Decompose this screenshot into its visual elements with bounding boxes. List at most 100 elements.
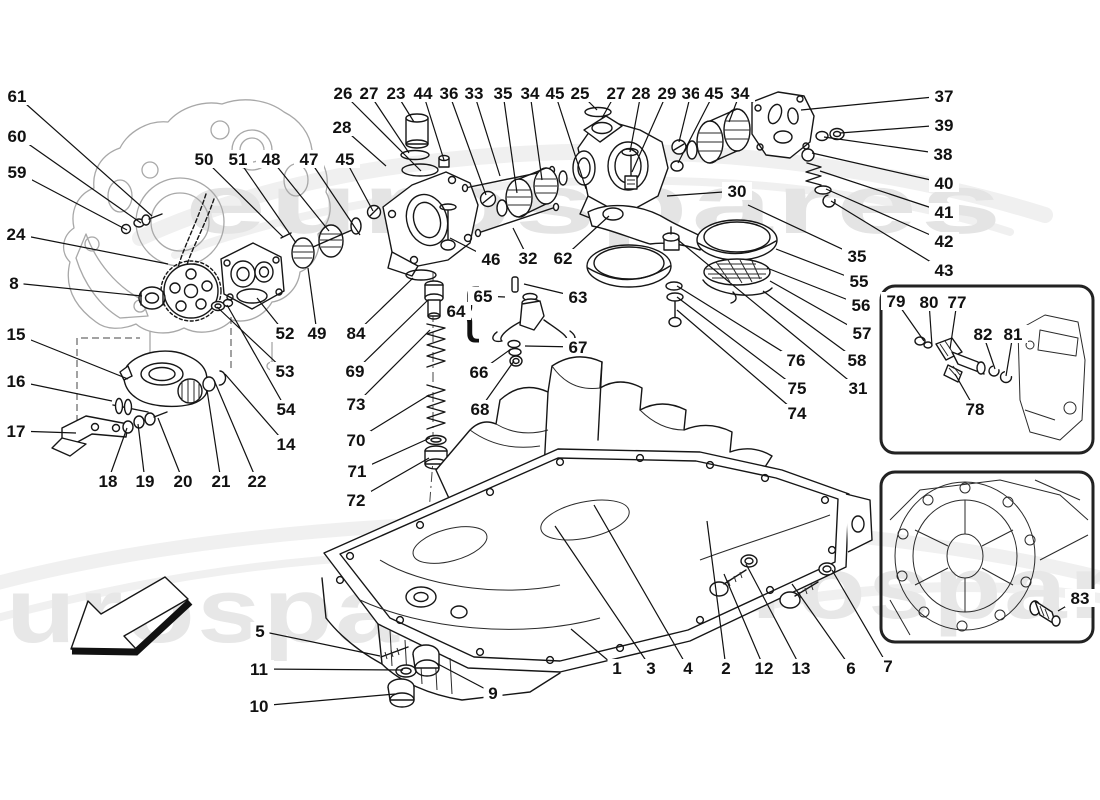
part-label-30: 30 [728,182,747,201]
label-backplate [842,351,872,369]
label-backplate [607,659,627,677]
leader-line [16,171,128,231]
part-label-67: 67 [569,338,588,357]
inset-valve-box [879,284,1095,455]
label-backplate [678,659,698,677]
label-backplate [716,659,736,677]
part-label-82: 82 [974,325,993,344]
part-label-20: 20 [174,472,193,491]
label-backplate [341,395,371,413]
part-label-6: 6 [846,659,855,678]
label-backplate [434,84,464,102]
leader-line [830,200,945,271]
leader-line [819,170,945,213]
leader-line [676,296,798,389]
label-backplate [846,296,876,314]
label-backplate [749,659,779,677]
label-backplate [256,150,286,168]
part-label-45: 45 [705,84,724,103]
leader-line [354,299,429,372]
part-label-39: 39 [935,116,954,135]
leader-line [677,92,715,164]
label-backplate [786,659,816,677]
part-label-69: 69 [346,362,365,381]
part-label-22: 22 [248,472,267,491]
part-label-80: 80 [920,293,939,312]
part-label-65: 65 [474,287,493,306]
label-backplate [340,362,370,380]
part-label-31: 31 [849,379,868,398]
label-backplate [354,84,384,102]
label-backplate [488,84,518,102]
label-backplate [842,247,872,265]
part-label-34: 34 [731,84,750,103]
leader-line [676,309,798,414]
leader-line [422,92,445,161]
strainer-cover-left [586,244,672,288]
label-backplate [929,203,959,221]
part-label-45: 45 [336,150,355,169]
label-backplate [242,472,272,490]
part-label-32: 32 [519,249,538,268]
part-label-75: 75 [788,379,807,398]
label-backplate [270,324,300,342]
label-backplate [1065,589,1095,607]
part-label-62: 62 [554,249,573,268]
inset-housing-box [879,470,1095,644]
part-label-59: 59 [8,163,27,182]
leader-line [502,92,518,194]
leader-line [745,563,802,669]
part-label-24: 24 [7,225,26,244]
part-label-8: 8 [9,274,18,293]
tensioner-bracket-group [51,350,227,457]
pump-gears-middle [496,167,568,218]
leader-line [355,329,431,405]
label-backplate [459,84,489,102]
label-backplate [699,84,729,102]
label-backplate [626,84,656,102]
part-label-19: 19 [136,472,155,491]
label-backplate [328,84,358,102]
label-backplate [847,324,877,342]
chain-sprocket [163,263,219,319]
leader-line [258,693,396,707]
part-label-37: 37 [935,87,954,106]
part-label-1: 1 [612,659,621,678]
leader-line [554,92,587,190]
label-backplate [601,84,631,102]
part-label-84: 84 [347,324,366,343]
leader-line [706,520,727,669]
part-label-21: 21 [212,472,231,491]
sump-hardware [380,554,836,708]
label-backplate [476,250,506,268]
label-backplate [843,379,873,397]
part-label-63: 63 [569,288,588,307]
label-backplate [515,84,545,102]
part-label-78: 78 [966,400,985,419]
label-backplate [928,145,958,163]
part-label-14: 14 [277,435,296,454]
leader-line [823,136,944,155]
leader-line [723,573,765,669]
part-label-35: 35 [848,247,867,266]
oil-strainer-group [586,204,778,328]
leader-line [762,290,858,361]
part-label-48: 48 [262,150,281,169]
leader-line [791,583,852,669]
part-label-3: 3 [646,659,655,678]
label-backplate [722,182,752,200]
part-label-54: 54 [277,400,296,419]
part-label-23: 23 [387,84,406,103]
leader-line [554,525,652,669]
oil-jet-group [492,276,576,367]
part-label-33: 33 [465,84,484,103]
label-backplate [341,431,371,449]
leader-line [13,282,143,297]
leader-line [448,92,487,196]
label-backplate [1,225,31,243]
label-backplate [130,472,160,490]
label-backplate [468,287,498,305]
label-backplate [881,292,911,310]
leader-line [16,95,153,217]
